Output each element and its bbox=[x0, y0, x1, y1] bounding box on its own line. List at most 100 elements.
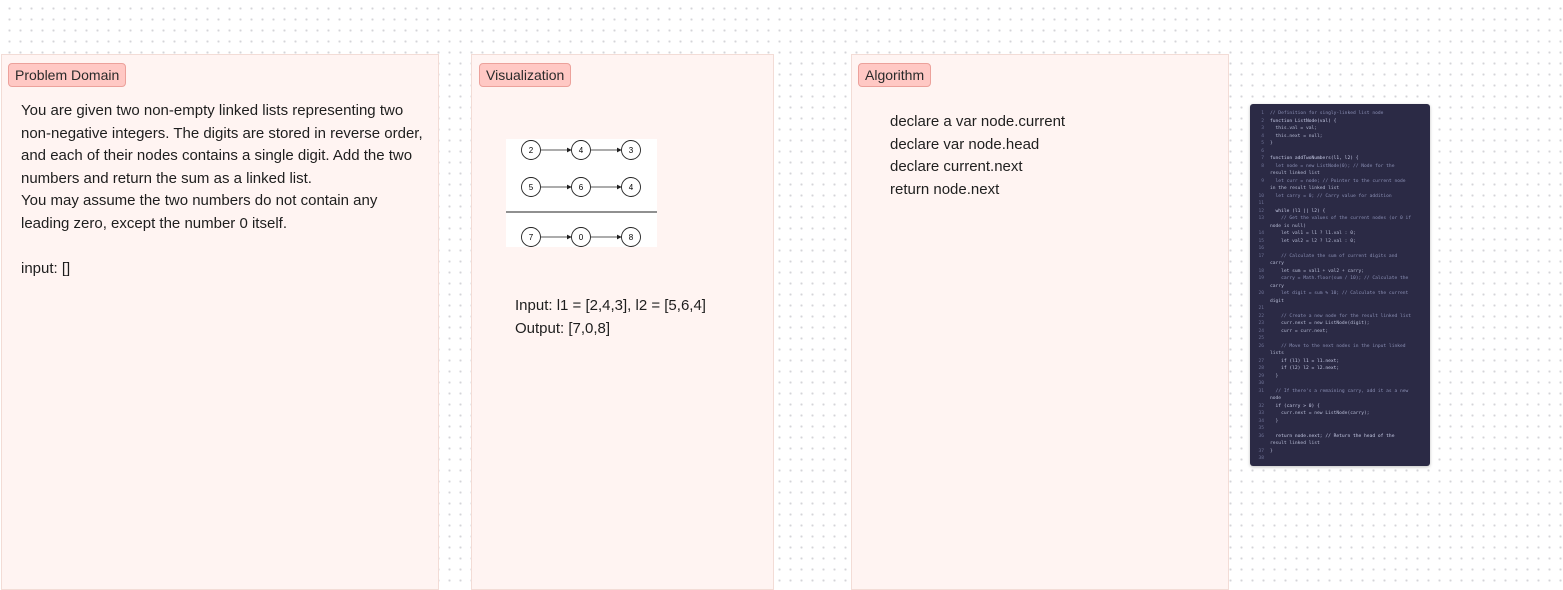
code-line-number: 1 bbox=[1261, 111, 1264, 116]
io-example: Input: l1 = [2,4,3], l2 = [5,6,4] Output… bbox=[515, 295, 706, 340]
code-line: 21 bbox=[1250, 305, 1430, 313]
code-line: 13 // Get the values of the current node… bbox=[1250, 215, 1430, 223]
code-line-number: 3 bbox=[1261, 126, 1264, 131]
code-line-text: } bbox=[1270, 373, 1279, 379]
code-line: 12 while (l1 || l2) { bbox=[1250, 208, 1430, 216]
code-line: 19 carry = Math.floor(sum / 10); // Calc… bbox=[1250, 275, 1430, 283]
code-line-number: 32 bbox=[1258, 403, 1264, 409]
code-line-text: lists bbox=[1270, 351, 1284, 356]
list-node bbox=[571, 177, 591, 197]
code-line: 31 // If there's a remaining carry, add … bbox=[1250, 388, 1430, 396]
code-line: 2 function ListNode(val) { bbox=[1250, 118, 1430, 126]
code-line: 24 curr = curr.next; bbox=[1250, 328, 1430, 336]
code-line-number: 22 bbox=[1258, 313, 1264, 319]
code-line-text: curr = curr.next; bbox=[1270, 328, 1329, 334]
linked-list-svg: 2 4 3 5 6 4 7 0 8 bbox=[506, 140, 657, 247]
code-line: digit bbox=[1250, 298, 1430, 306]
list-node bbox=[571, 140, 591, 160]
code-line-number bbox=[1250, 350, 1270, 358]
list-node bbox=[621, 140, 641, 160]
code-line: 16 bbox=[1250, 245, 1430, 253]
code-line: 32 if (carry > 0) { bbox=[1250, 403, 1430, 411]
problem-line: numbers and return the sum as a linked l… bbox=[21, 169, 312, 187]
code-line-text: node is null) bbox=[1270, 223, 1306, 229]
code-line: 11 bbox=[1250, 200, 1430, 208]
code-line-number: 16 bbox=[1258, 246, 1264, 251]
code-line-text: let carry = 0; // Carry value for additi… bbox=[1270, 193, 1392, 199]
node-value: 2 bbox=[529, 146, 534, 155]
code-line-text: let digit = sum % 10; // Calculate the c… bbox=[1270, 291, 1409, 296]
code-line: 1 // Definition for singly-linked list no… bbox=[1250, 110, 1430, 118]
code-line-number: 7 bbox=[1261, 156, 1264, 161]
code-line-text: return node.next; // Return the head of … bbox=[1270, 433, 1395, 439]
node-value: 3 bbox=[629, 146, 634, 155]
code-line: node bbox=[1250, 395, 1430, 403]
code-line-number: 13 bbox=[1258, 216, 1264, 221]
problem-line: non-negative integers. The digits are st… bbox=[21, 124, 423, 142]
code-line: 22 // Create a new node for the result l… bbox=[1250, 313, 1430, 321]
algorithm-step: declare current.next bbox=[890, 158, 1023, 175]
problem-line: You may assume the two numbers do not co… bbox=[21, 192, 378, 209]
code-line-number: 27 bbox=[1258, 358, 1264, 364]
code-line: 29 } bbox=[1250, 373, 1430, 381]
code-line: 18 let sum = val1 + val2 + carry; bbox=[1250, 268, 1430, 276]
code-line: 28 if (l2) l2 = l2.next; bbox=[1250, 365, 1430, 373]
code-line-number: 20 bbox=[1258, 291, 1264, 296]
list-node bbox=[571, 227, 591, 247]
node-value: 4 bbox=[629, 183, 634, 192]
code-line: 20 let digit = sum % 10; // Calculate th… bbox=[1250, 290, 1430, 298]
code-line-text: node bbox=[1270, 396, 1282, 401]
problem-line: leading zero, except the number 0 itself… bbox=[21, 214, 287, 232]
code-line: carry bbox=[1250, 283, 1430, 291]
code-line-number bbox=[1250, 283, 1270, 291]
code-line: node is null) bbox=[1250, 223, 1430, 231]
code-line: 34 } bbox=[1250, 418, 1430, 426]
code-line-number: 5 bbox=[1261, 141, 1264, 146]
code-line-number: 4 bbox=[1261, 133, 1264, 139]
code-line: 5} bbox=[1250, 140, 1430, 148]
code-line: 10 let carry = 0; // Carry value for add… bbox=[1250, 193, 1430, 201]
problem-domain-tag: Problem Domain bbox=[8, 63, 127, 87]
code-line: lists bbox=[1250, 350, 1430, 358]
code-line-number: 2 bbox=[1261, 118, 1264, 124]
code-line-number: 19 bbox=[1258, 276, 1264, 281]
code-line-number bbox=[1250, 185, 1270, 193]
example-input: Input: l1 = [2,4,3], l2 = [5,6,4] bbox=[515, 297, 706, 314]
code-line-number: 18 bbox=[1258, 268, 1264, 274]
code-line: 7 function addTwoNumbers(l1, l2) { bbox=[1250, 155, 1430, 163]
problem-line bbox=[21, 235, 423, 258]
code-line: 4 this.next = null; bbox=[1250, 133, 1430, 141]
list-node bbox=[621, 177, 641, 197]
example-output: Output: [7,0,8] bbox=[515, 319, 611, 337]
problem-line: You are given two non-empty linked lists… bbox=[21, 102, 404, 119]
code-line: 23 curr.next = new ListNode(digit); bbox=[1250, 320, 1430, 328]
node-value: 6 bbox=[579, 183, 584, 192]
code-line-number: 36 bbox=[1258, 433, 1264, 439]
node-value: 7 bbox=[529, 233, 534, 242]
code-line: 3 this.val = val; bbox=[1250, 125, 1430, 133]
algorithm-panel: Algorithm declare a var node.current dec… bbox=[851, 54, 1229, 590]
code-line-text: function ListNode(val) { bbox=[1270, 118, 1337, 124]
code-line: 35 bbox=[1250, 425, 1430, 433]
code-line: 33 curr.next = new ListNode(carry); bbox=[1250, 410, 1430, 418]
code-line: 6 bbox=[1250, 148, 1430, 156]
code-line-text: let sum = val1 + val2 + carry; bbox=[1270, 268, 1365, 274]
code-line-text: } bbox=[1270, 141, 1273, 146]
code-line-number bbox=[1250, 260, 1270, 268]
code-screenshot[interactable]: 1 // Definition for singly-linked list no… bbox=[1250, 104, 1430, 466]
code-line: 37} bbox=[1250, 448, 1430, 456]
problem-description: You are given two non-empty linked lists… bbox=[21, 100, 423, 280]
code-line-number: 21 bbox=[1258, 306, 1264, 311]
code-line: 15 let val2 = l2 ? l2.val : 0; bbox=[1250, 238, 1430, 246]
code-line-text: // If there's a remaining carry, add it … bbox=[1270, 388, 1409, 394]
code-line-number: 29 bbox=[1258, 373, 1264, 379]
code-line: result linked list bbox=[1250, 440, 1430, 448]
code-line-text: // Get the values of the current nodes (… bbox=[1270, 216, 1412, 221]
code-line-text: this.val = val; bbox=[1270, 126, 1318, 131]
code-line-text: // Definition for singly-linked list nod… bbox=[1270, 111, 1384, 116]
code-line-number bbox=[1250, 395, 1270, 403]
code-line-text: // Move to the next nodes in the input l… bbox=[1270, 343, 1406, 349]
code-line-text: } bbox=[1270, 418, 1279, 424]
code-line-text: function addTwoNumbers(l1, l2) { bbox=[1270, 156, 1359, 161]
algorithm-step: return node.next bbox=[890, 180, 1000, 198]
